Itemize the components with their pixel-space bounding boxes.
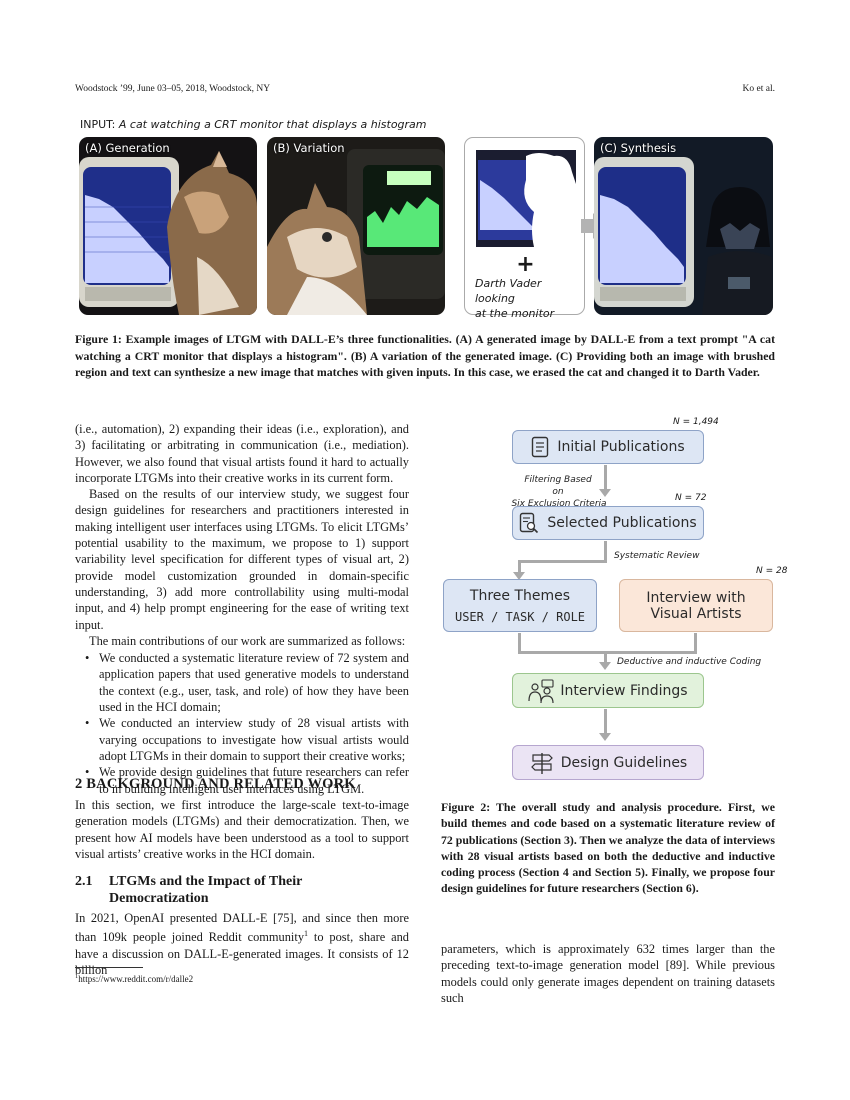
panel-generation-image: (A) Generation	[79, 137, 257, 315]
figure1-input-line: INPUT: A cat watching a CRT monitor that…	[80, 118, 427, 131]
merge-line-left	[518, 633, 521, 653]
cat-crt-image	[79, 137, 257, 315]
coding-label: Deductive and inductive Coding	[617, 657, 762, 667]
arrow-shaft-3	[604, 709, 607, 733]
three-themes-box: Three Themes USER / TASK / ROLE	[443, 579, 597, 632]
plus-sign: +	[516, 252, 535, 277]
section-2-title: 2 BACKGROUND AND RELATED WORK	[75, 776, 356, 792]
interview-box: Interview with Visual Artists	[619, 579, 773, 632]
design-guidelines-box: Design Guidelines	[512, 745, 704, 780]
initial-publications-label: Initial Publications	[557, 439, 685, 455]
interview-people-icon	[528, 678, 555, 703]
document-icon	[532, 436, 549, 458]
input-prompt: A cat watching a CRT monitor that displa…	[118, 118, 427, 131]
paragraph-continuation: (i.e., automation), 2) expanding their i…	[75, 422, 409, 485]
panel-synthesis-image: (C) Synthesis	[594, 137, 773, 315]
arrow-down-icon	[513, 572, 525, 580]
footnote: 1https://www.reddit.com/r/dalle2	[75, 973, 193, 984]
text-prompt-line1: Darth Vader looking	[475, 277, 542, 305]
n-initial: N = 1,494	[673, 417, 719, 427]
three-themes-label: Three Themes	[469, 587, 571, 604]
text-prompt-line2: at the monitor	[475, 307, 555, 320]
footnote-ref[interactable]: 1	[304, 929, 309, 939]
section-2-1-text: In 2021, OpenAI presented DALL-E [75], a…	[75, 910, 409, 978]
filter-line2: Six Exclusion Criteria	[511, 499, 607, 509]
contribution-item: We conducted an interview study of 28 vi…	[75, 715, 409, 764]
cat-variation-image	[267, 137, 445, 315]
merge-line-down	[604, 651, 607, 663]
footnote-link[interactable]: https://www.reddit.com/r/dalle2	[78, 974, 194, 984]
vader-crt-image	[594, 137, 773, 315]
themes-list: USER / TASK / ROLE	[454, 609, 586, 624]
selected-publications-box: Selected Publications	[512, 506, 704, 540]
right-column-body: parameters, which is approximately 632 t…	[441, 942, 775, 1005]
footnote-number: 1	[75, 973, 79, 980]
panel-variation-image: (B) Variation	[267, 137, 445, 315]
interview-findings-label: Interview Findings	[560, 682, 688, 699]
brushed-region-image	[476, 150, 576, 247]
arrow-shaft-1	[604, 465, 607, 489]
header-venue: Woodstock ’99, June 03–05, 2018, Woodsto…	[75, 84, 271, 94]
input-label: INPUT:	[80, 118, 116, 131]
section-2-1-title-line1: LTGMs and the Impact of Their	[109, 874, 303, 889]
contribution-item: We provide design guidelines that future…	[75, 764, 409, 797]
section-2-1-title-line2: Democratization	[109, 891, 209, 906]
paragraph-guidelines: Based on the results of our interview st…	[75, 487, 409, 632]
contributions-list: We conducted a systematic literature rev…	[75, 650, 409, 797]
header-authors: Ko et al.	[742, 84, 775, 94]
section-2-1-number: 2.1	[75, 874, 93, 889]
branch-line-v2	[518, 560, 521, 573]
figure2-caption: Figure 2: The overall study and analysis…	[441, 800, 775, 896]
contribution-item: We conducted a systematic literature rev…	[75, 650, 409, 715]
filter-line1: Filtering Based on	[524, 475, 592, 497]
signpost-icon	[530, 752, 553, 774]
brushed-input-box: + Darth Vader looking at the monitor	[464, 137, 585, 320]
merge-line-h	[518, 651, 697, 654]
arrow-down-icon	[599, 662, 611, 670]
text-prompt: Darth Vader looking at the monitor	[475, 276, 584, 321]
branch-line-h1	[518, 560, 607, 563]
interview-line2: Visual Artists	[650, 605, 742, 622]
document-search-icon	[520, 512, 539, 534]
n-selected: N = 72	[675, 493, 707, 503]
panel-b-label: (B) Variation	[273, 141, 345, 155]
footnote-divider	[75, 967, 143, 968]
selected-publications-label: Selected Publications	[547, 515, 697, 531]
filter-label: Filtering Based on Six Exclusion Criteri…	[511, 474, 606, 510]
figure1-caption: Figure 1: Example images of LTGM with DA…	[75, 332, 775, 379]
left-column-body: (i.e., automation), 2) expanding their i…	[75, 421, 409, 797]
systematic-review-label: Systematic Review	[614, 551, 700, 561]
interview-line1: Interview with	[646, 589, 746, 606]
arrow-down-icon	[599, 733, 611, 741]
panel-a-label: (A) Generation	[85, 141, 170, 155]
branch-line-v1	[604, 541, 607, 561]
paragraph-contributions-intro: The main contributions of our work are s…	[89, 633, 406, 648]
section-2-1-title: 2.1 LTGMs and the Impact of Their Democra…	[75, 873, 302, 907]
merge-line-right	[694, 633, 697, 653]
panel-c-label: (C) Synthesis	[600, 141, 677, 155]
design-guidelines-label: Design Guidelines	[560, 754, 688, 771]
section-2-text: In this section, we first introduce the …	[75, 798, 409, 861]
n-interview: N = 28	[756, 566, 788, 576]
section-2-1-text-b: to post, share and have a discussion on …	[75, 930, 409, 978]
interview-findings-box: Interview Findings	[512, 673, 704, 708]
initial-publications-box: Initial Publications	[512, 430, 704, 464]
arrow-down-icon	[599, 489, 611, 497]
section-2-1-text-a: In 2021, OpenAI presented DALL-E [75], a…	[75, 911, 409, 945]
